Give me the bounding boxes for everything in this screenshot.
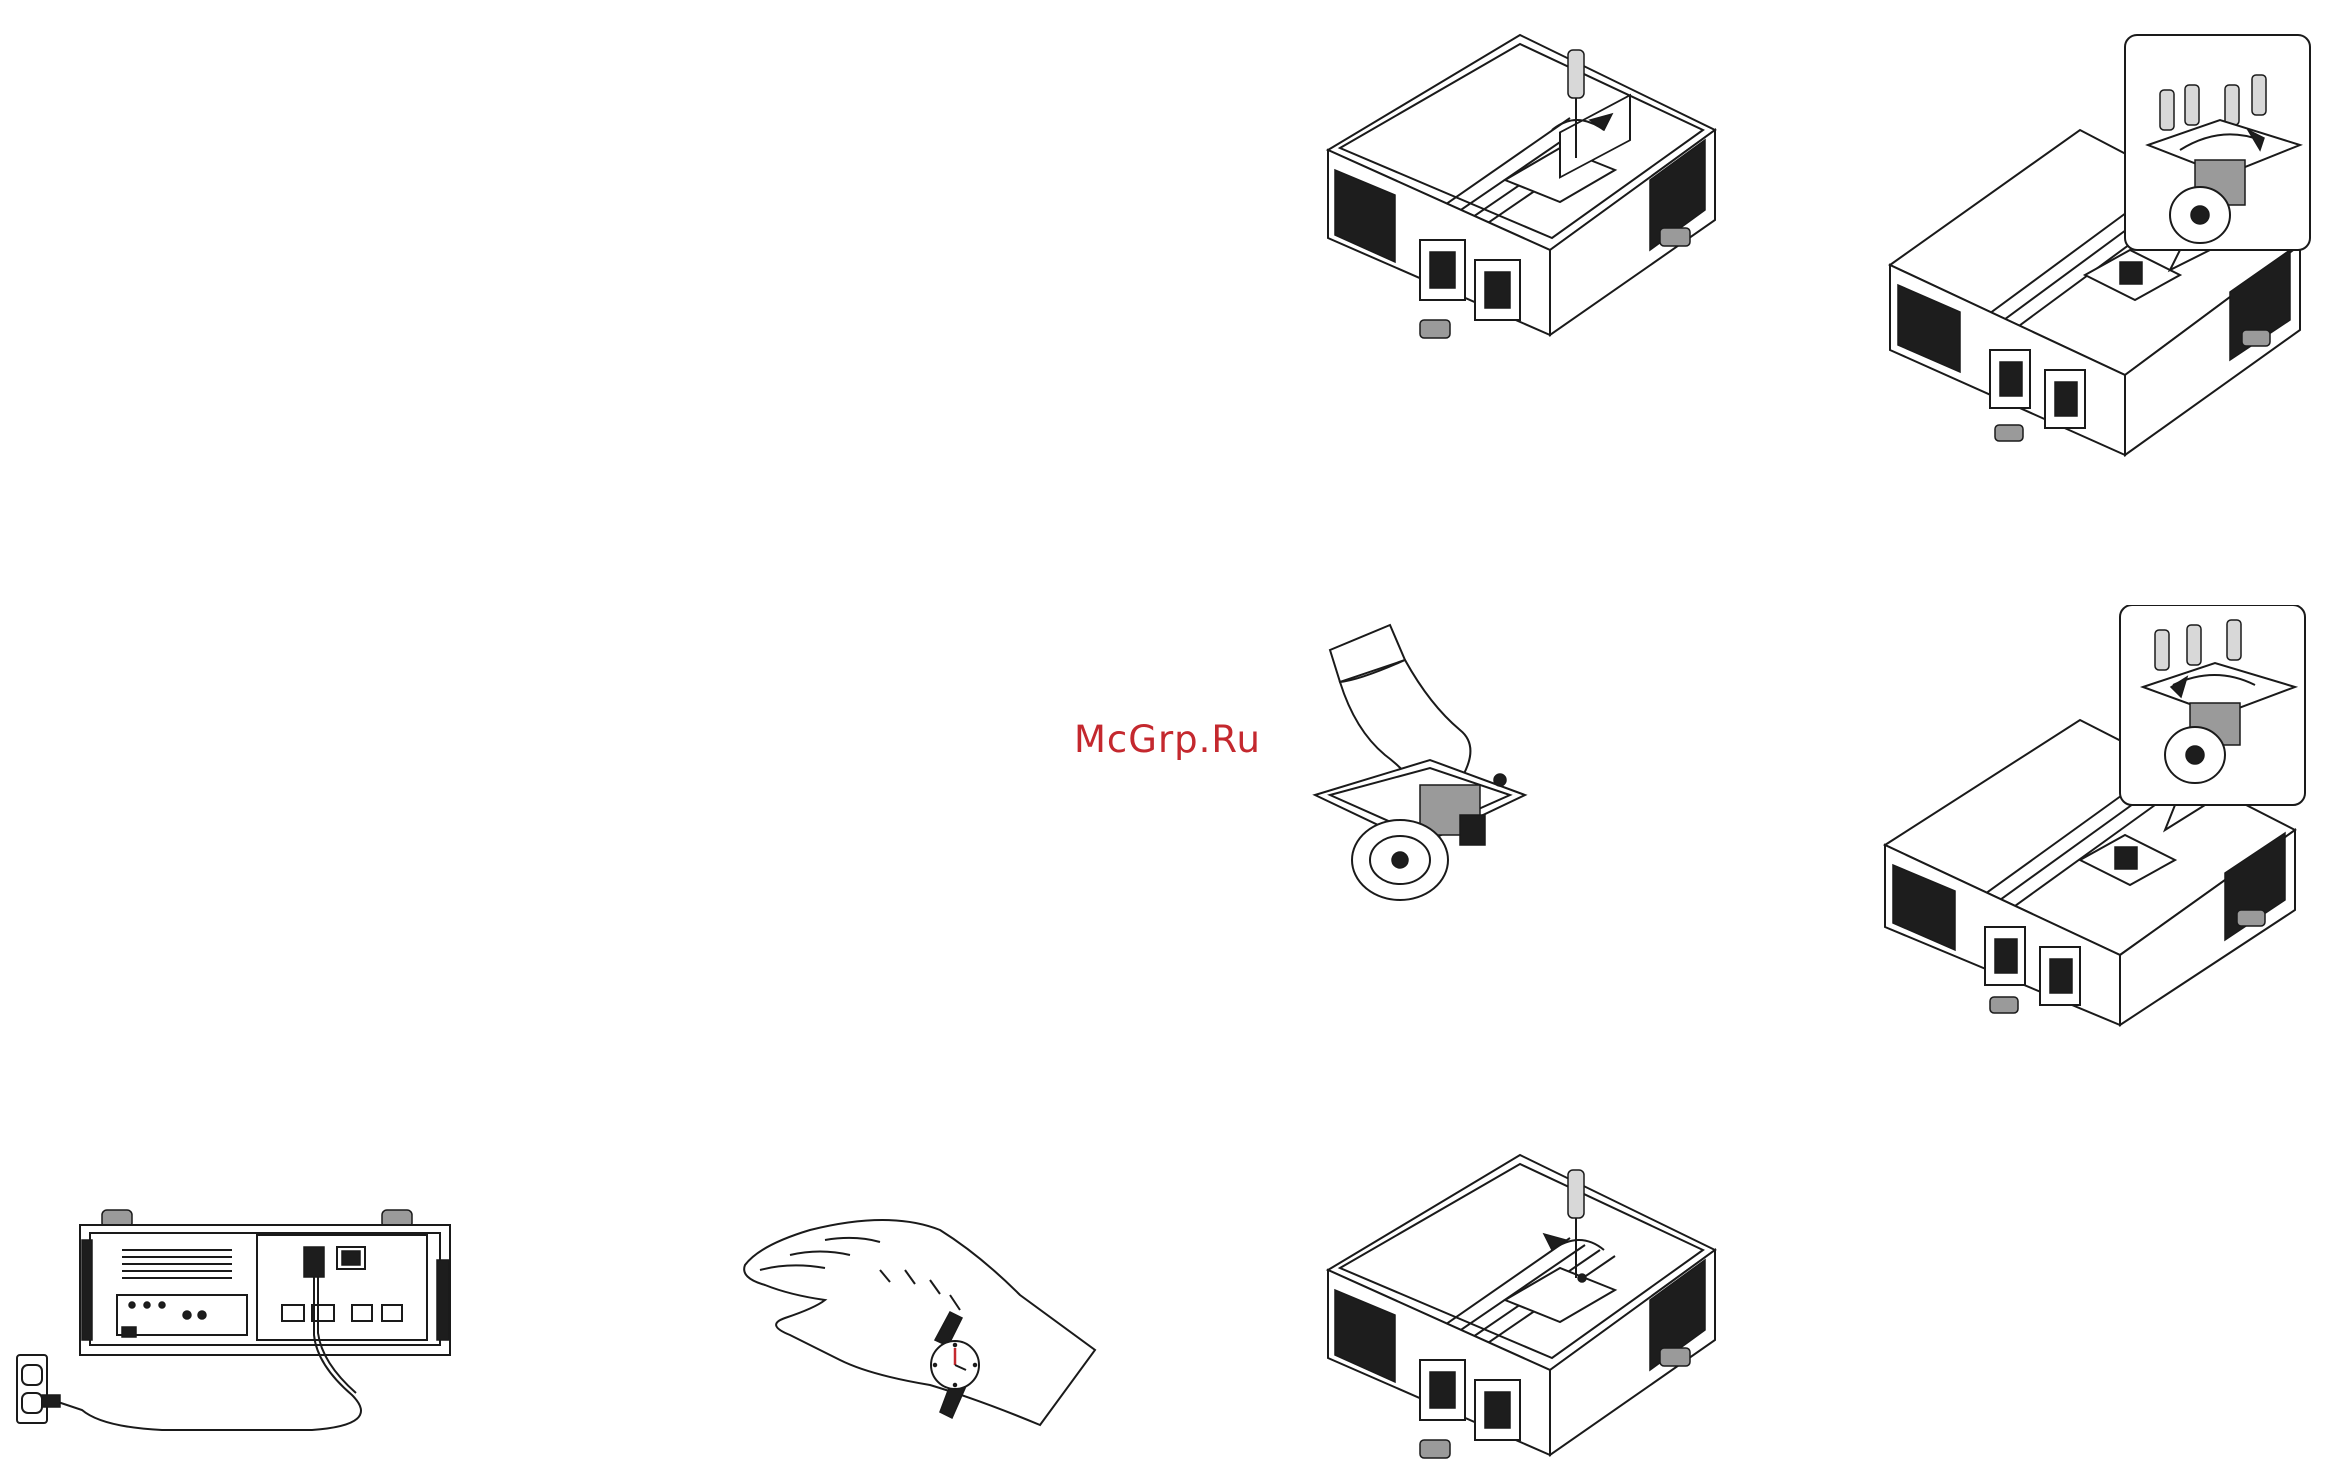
hand-lift-lamp-module-figure: [1310, 620, 1560, 905]
hand-wristwatch-figure: [730, 1200, 1100, 1430]
lamp-module-screws-tighten-icon: [1875, 605, 2315, 1030]
hand-lifting-lamp-module-icon: [1310, 620, 1560, 905]
projector-screwdriver-tighten-icon: [1320, 1150, 1720, 1470]
hand-with-wristwatch-wait-icon: [730, 1200, 1100, 1430]
projector-rear-power-figure: [12, 1205, 452, 1445]
projector-tighten-lamp-screws-figure: [1875, 605, 2315, 1030]
projector-loosen-lamp-screws-figure: [1880, 30, 2320, 460]
projector-rear-panel-with-power-cord-icon: [12, 1205, 452, 1445]
watermark-text: McGrp.Ru: [1074, 718, 1261, 761]
lamp-module-screws-loosen-icon: [1880, 30, 2320, 460]
projector-replace-lamp-cover-figure: [1320, 1150, 1720, 1470]
projector-remove-lamp-cover-screw-figure: [1320, 30, 1720, 350]
projector-screwdriver-loosen-icon: [1320, 30, 1720, 350]
